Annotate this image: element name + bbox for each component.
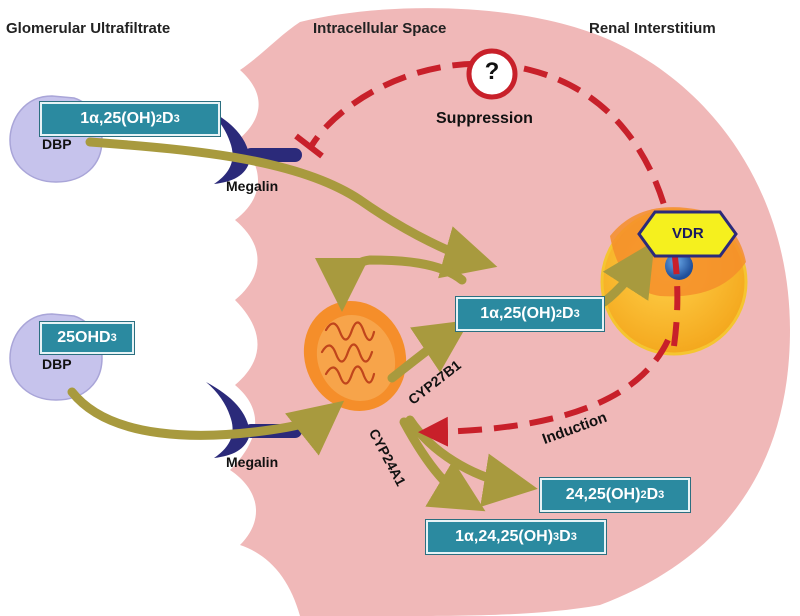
molecule-subscript: 3 [570, 531, 577, 543]
suppression-question-badge [466, 48, 518, 100]
cyp27b1-arrow [387, 320, 470, 383]
molecule-text: 25OHD [57, 329, 111, 346]
molecule-text: 24,25(OH) [565, 486, 641, 503]
molecule-subscript: 3 [573, 308, 580, 320]
uptake-arrow-calcidiol [67, 387, 345, 456]
molecule-text: D [559, 528, 571, 545]
molecule-text: 1α,24,25(OH) [455, 528, 554, 545]
suppression-inhibition-bar [294, 133, 324, 159]
molecule-subscript: 3 [110, 332, 117, 344]
question-mark: ? [484, 58, 500, 85]
molecule-subscript: 3 [173, 113, 180, 125]
mitochondrion [303, 301, 407, 411]
suppression-feedback-line [309, 60, 681, 347]
header-renal-interstitium: Renal Interstitium [589, 20, 716, 37]
recycle-arrow-to-mitochondrion [315, 255, 467, 312]
vdr-receptor-ball [665, 252, 693, 280]
dbp-label-top: DBP [42, 136, 72, 152]
vdr-hexagon [637, 210, 738, 258]
induction-feedback-line [418, 338, 671, 447]
vdr-label: VDR [672, 225, 704, 242]
uptake-arrow-calcitriol [85, 137, 498, 279]
suppression-label: Suppression [436, 110, 533, 127]
molecule-text: 1α,25(OH) [480, 305, 556, 322]
megalin-label-top: Megalin [226, 178, 279, 194]
molecule-text: 1α,25(OH) [80, 110, 156, 127]
molecule-subscript: 3 [658, 489, 665, 501]
cyp24a1-arrow-1-24-25 [399, 417, 486, 512]
molecule-subscript: 2 [555, 308, 563, 320]
dbp-label-bottom: DBP [42, 356, 72, 372]
molecule-subscript: 2 [155, 113, 163, 125]
megalin-label-bottom: Megalin [226, 454, 279, 470]
header-intracellular-space: Intracellular Space [313, 20, 447, 37]
molecule-text: D [562, 305, 574, 322]
molecule-text: D [162, 110, 174, 127]
molecule-text: D [646, 486, 659, 503]
header-glomerular-ultrafiltrate: Glomerular Ultrafiltrate [6, 20, 171, 37]
vdr-arrow [599, 240, 655, 307]
molecule-subscript: 3 [553, 531, 560, 543]
molecule-subscript: 2 [640, 489, 647, 501]
